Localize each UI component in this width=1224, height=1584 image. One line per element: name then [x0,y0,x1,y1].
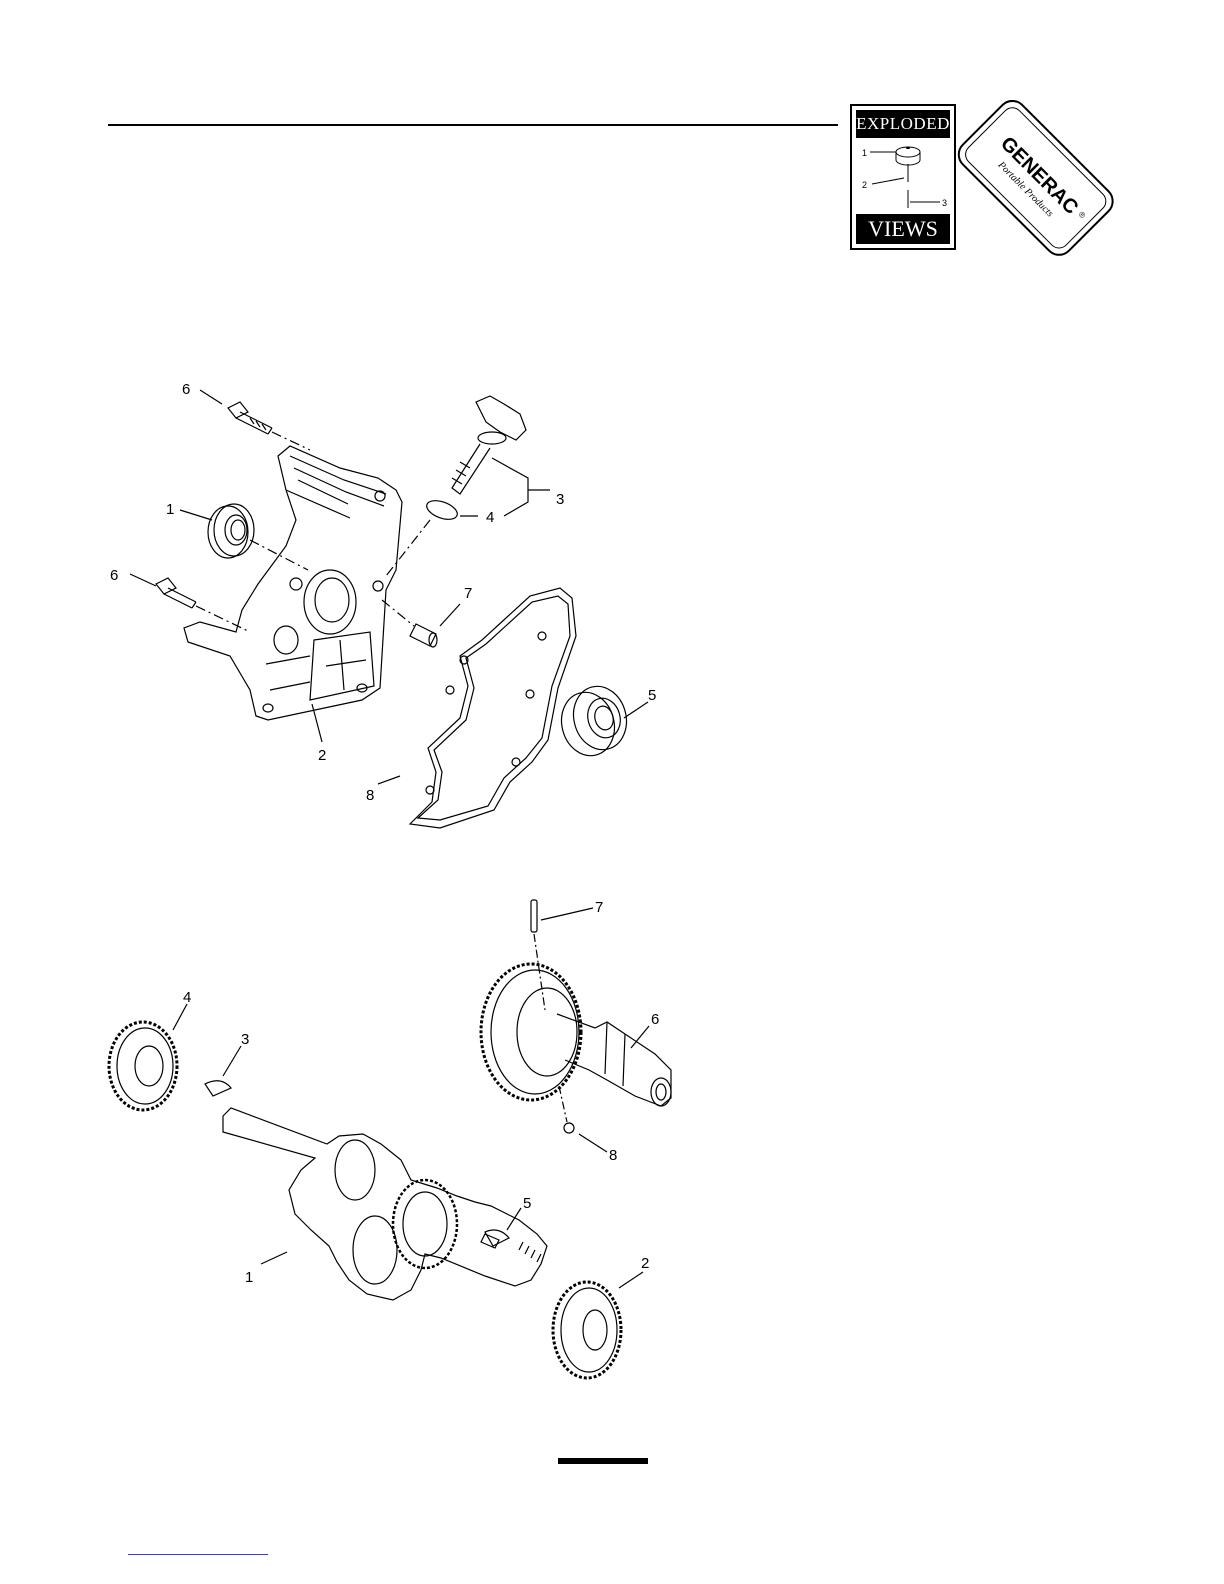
timing-gear-part [109,1022,177,1110]
logo-top-text: EXPLODED [856,110,950,138]
ball-bearing-part [555,680,634,761]
crank-gear-part [553,1282,621,1378]
callout-7-pin: 7 [595,899,603,916]
crankshaft-camshaft-diagram: 4 3 1 5 2 7 6 8 [95,890,715,1400]
callout-6-camshaft: 6 [651,1011,659,1028]
callout-2-gear: 2 [641,1255,649,1272]
exploded-views-logo: EXPLODED 1 2 3 VIEWS [850,104,956,250]
oil-seal-part [208,504,254,558]
bolt-top-part [228,402,272,434]
header-rule [108,124,838,126]
callout-1: 1 [166,501,174,518]
camshaft-part [481,964,671,1106]
callout-5: 5 [648,687,656,704]
crankshaft-part [223,1108,547,1300]
callout-1-crankshaft: 1 [245,1269,253,1286]
callout-4: 4 [486,509,494,526]
crankcase-cover-part [184,446,402,720]
callout-5-key: 5 [523,1195,531,1212]
callout-4-gear: 4 [183,989,191,1006]
crankcase-cover-diagram: 6 1 6 2 3 4 7 5 8 [100,370,700,850]
callout-8: 8 [366,787,374,804]
callout-8-ball: 8 [609,1147,617,1164]
callout-6-top: 6 [182,381,190,398]
logo-diagram-icon: 1 2 3 [854,138,952,218]
callout-3: 3 [556,491,564,508]
dipstick-part [452,396,526,494]
logo-callout-1: 1 [862,148,867,158]
bolt-lower-part [156,578,196,608]
generac-logo: GENERAC Portable Products ® [955,100,1115,260]
logo-callout-2: 2 [862,180,867,190]
callout-7: 7 [464,585,472,602]
gasket-part [410,588,576,828]
check-ball-part [559,1086,574,1133]
footer-link-underline[interactable] [128,1554,268,1555]
page-number-bar [558,1458,648,1464]
woodruff-key-part [205,1081,231,1096]
dowel-pin-part [410,624,437,647]
callout-3-key: 3 [241,1031,249,1048]
logo-bottom-text: VIEWS [856,214,950,244]
callout-2: 2 [318,747,326,764]
o-ring-part [424,497,460,523]
logo-callout-3: 3 [942,198,947,208]
callout-6-lower: 6 [110,567,118,584]
crank-key-part [485,1230,509,1246]
